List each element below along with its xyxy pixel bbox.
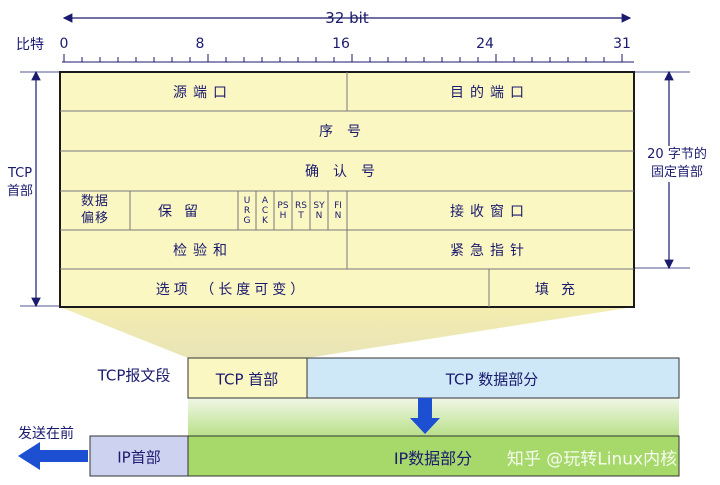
expand-fan — [60, 307, 634, 358]
ip-header-box-rect — [89, 435, 189, 477]
bit-tick-8: 8 — [195, 36, 205, 52]
flag-psh: PSH — [277, 201, 289, 221]
field-options: 选项 （长度可变） — [155, 282, 309, 298]
field-urgent-ptr: 紧急指针 — [450, 243, 530, 259]
ip-header-box: IP首部 — [117, 448, 161, 467]
tcp-header-table — [59, 71, 635, 308]
tcp-header-box-rect — [187, 357, 308, 399]
send-first-label: 发送在前 — [18, 426, 74, 442]
left-arrow-icon — [18, 442, 88, 470]
flag-rst: RST — [295, 201, 307, 221]
tcp-header-box: TCP 首部 — [215, 370, 279, 389]
flag-syn: SYN — [313, 201, 325, 221]
bit-tick-16: 16 — [332, 36, 350, 52]
bit-label: 比特 — [16, 37, 44, 53]
bit-ruler — [63, 54, 623, 62]
field-padding: 填充 — [535, 282, 587, 298]
bit-tick-31: 31 — [613, 36, 631, 52]
field-window: 接收窗口 — [450, 204, 530, 220]
flag-ack: ACK — [261, 196, 269, 226]
width-label: 32 bit — [325, 9, 369, 27]
field-data-offset: 数据 偏移 — [80, 194, 110, 226]
field-dst-port: 目的端口 — [450, 85, 530, 101]
tcp-data-box-rect — [306, 357, 680, 399]
field-reserved: 保留 — [158, 204, 210, 220]
tcp-segment-label: TCP报文段 — [97, 366, 171, 385]
field-src-port: 源端口 — [173, 85, 233, 101]
field-seq: 序号 — [319, 124, 375, 140]
ip-data-box: IP数据部分 — [393, 449, 473, 468]
watermark: 知乎 @玩转Linux内核 — [506, 449, 678, 470]
tcp-header-side-label: TCP 首部 — [6, 165, 34, 201]
fixed-header-side-label: 20 字节的 固定首部 — [647, 146, 707, 182]
ip-data-box-rect — [187, 435, 680, 477]
bit-tick-24: 24 — [476, 36, 494, 52]
down-arrow-icon — [410, 398, 440, 434]
field-ack-num: 确认号 — [305, 164, 389, 180]
bit-tick-0: 0 — [59, 36, 69, 52]
flag-urg: URG — [243, 196, 251, 226]
tcp-data-box: TCP 数据部分 — [445, 370, 539, 389]
flag-fin: FIN — [334, 201, 342, 221]
field-checksum: 检验和 — [173, 243, 233, 259]
green-gradient-band — [188, 398, 679, 436]
